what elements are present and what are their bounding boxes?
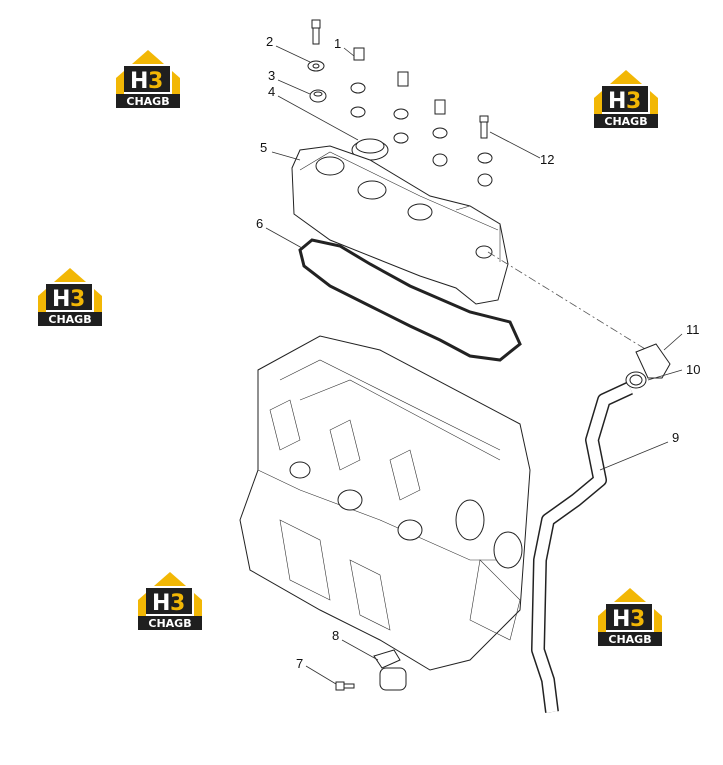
watermark-logo: CHAGB [594, 70, 658, 128]
watermark-text: CHAGB [604, 115, 647, 128]
callout-4: 4 [268, 84, 275, 99]
bolt-top-left [311, 19, 321, 45]
valve-cover [291, 145, 509, 305]
leader-lines [265, 45, 683, 685]
callout-9: 9 [672, 430, 679, 445]
callout-5: 5 [260, 140, 267, 155]
breather-elbow [635, 343, 671, 379]
oil-return-fitting [373, 649, 407, 691]
alignment-line [487, 251, 651, 353]
watermark-text: CHAGB [48, 313, 91, 326]
watermark-logo: CHAGB [38, 268, 102, 326]
callout-3: 3 [268, 68, 275, 83]
engine-block [239, 335, 531, 671]
watermark-text: CHAGB [126, 95, 169, 108]
callout-12: 12 [540, 152, 554, 167]
watermark-text: CHAGB [608, 633, 651, 646]
callout-11: 11 [686, 322, 700, 337]
callout-6: 6 [256, 216, 263, 231]
watermark-logo: CHAGB [598, 588, 662, 646]
callout-2: 2 [266, 34, 273, 49]
valve-cover-gasket [298, 238, 522, 362]
breather-hose [531, 381, 633, 713]
watermark-logo: CHAGB [138, 572, 202, 630]
nuts-washers-group [307, 47, 493, 187]
callout-1: 1 [334, 36, 341, 51]
watermark-logo: CHAGB [116, 50, 180, 108]
hose-clamp [625, 371, 647, 389]
callout-10: 10 [686, 362, 700, 377]
callout-7: 7 [296, 656, 303, 671]
bolt-bottom [335, 681, 355, 691]
oil-filler-cap [351, 138, 389, 161]
watermark-text: CHAGB [148, 617, 191, 630]
callout-8: 8 [332, 628, 339, 643]
